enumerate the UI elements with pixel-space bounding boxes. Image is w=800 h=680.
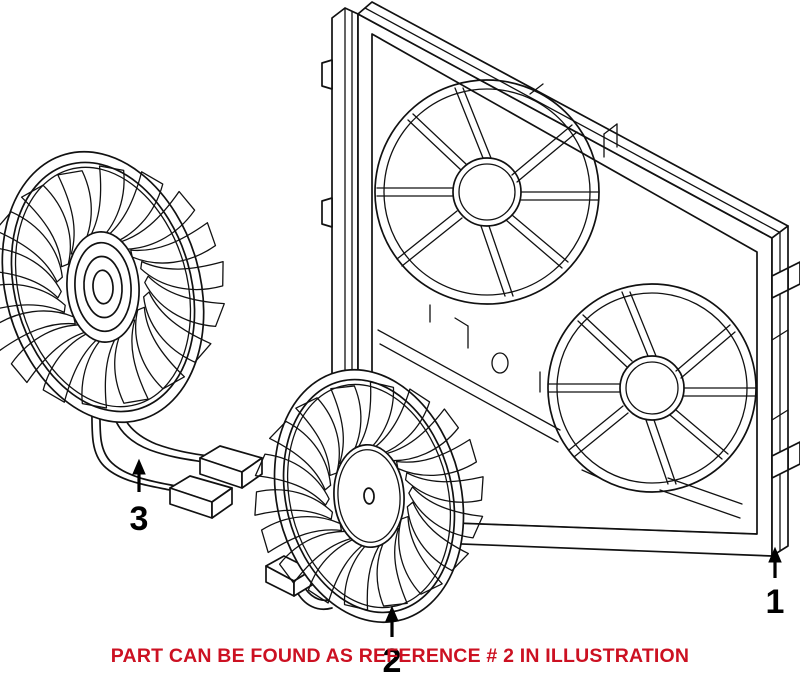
callout-2-number: 2 <box>383 642 402 680</box>
shroud-lower-left-rail <box>377 304 561 443</box>
shroud-right-bracket-upper <box>771 261 800 299</box>
shroud-lower-spokes <box>547 291 757 485</box>
shroud-opening-lower <box>547 283 757 493</box>
shroud-left-tab-lower <box>321 197 333 228</box>
callout-3: 3 <box>130 458 149 538</box>
fan-shroud-assembly <box>321 1 800 557</box>
lower-fan-blades <box>254 381 484 611</box>
upper-fan-hub <box>66 231 140 343</box>
lower-fan-disc <box>254 368 484 624</box>
reference-caption: PART CAN BE FOUND AS REFERENCE # 2 IN IL… <box>110 645 690 667</box>
fan-wiring-harness <box>91 389 263 519</box>
shroud-left-tab-upper <box>321 59 333 90</box>
callout-1: 1 <box>766 546 785 621</box>
harness-connector-upper <box>199 445 263 489</box>
callout-3-number: 3 <box>130 500 149 538</box>
callout-1-number: 1 <box>766 583 785 621</box>
callout-2: 2 <box>383 605 402 680</box>
shroud-corner-gusset <box>581 469 743 519</box>
lower-fan-hub <box>333 443 405 549</box>
upper-fan-assembly <box>0 150 263 519</box>
shroud-right-bracket-lower <box>771 441 800 479</box>
lower-fan-assembly <box>254 368 484 624</box>
harness-connector-lower <box>169 475 233 519</box>
upper-fan-disc <box>0 150 225 424</box>
shroud-upper-spokes <box>376 87 600 297</box>
upper-fan-blades <box>0 165 225 409</box>
shroud-opening-upper <box>374 79 600 305</box>
